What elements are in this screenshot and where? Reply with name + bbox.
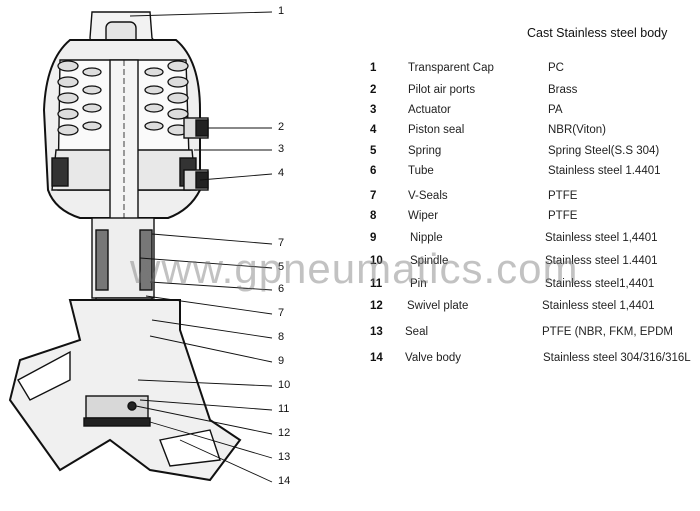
part-material: Stainless steel1,4401	[545, 278, 655, 290]
spring-left	[57, 60, 102, 136]
part-name: Pilot air ports	[408, 84, 476, 96]
watermark: www.gpneumatics.com	[130, 245, 579, 292]
part-number: 14	[370, 352, 383, 364]
callout-13: 13	[278, 451, 291, 463]
part-name: Wiper	[408, 210, 439, 222]
parts-row: 2 Pilot air ports Brass	[0, 84, 700, 100]
part-material: PC	[548, 62, 564, 74]
spring-right	[144, 60, 189, 136]
parts-row: 11 Pin Stainless steel1,4401	[0, 278, 700, 294]
part-name: Spindle	[410, 255, 449, 267]
callout-6: 6	[278, 283, 285, 295]
part-name: Tube	[408, 165, 434, 177]
parts-list-title: Cast Stainless steel body	[527, 26, 668, 40]
callout-1: 1	[278, 5, 285, 17]
part-name: Swivel plate	[407, 300, 469, 312]
parts-row: 5 Spring Spring Steel(S.S 304)	[0, 145, 700, 161]
part-number: 2	[370, 84, 377, 96]
parts-row: 1 Transparent Cap PC	[0, 62, 700, 78]
callout-4: 4	[278, 167, 285, 179]
parts-row: 14 Valve body Stainless steel 304/316/316L	[0, 352, 700, 368]
callout-10: 10	[278, 379, 291, 391]
part-number: 11	[370, 278, 383, 290]
parts-row: 13 Seal PTFE (NBR, FKM, EPDM	[0, 326, 700, 342]
part-number: 13	[370, 326, 383, 338]
part-name: V-Seals	[408, 190, 448, 202]
callout-8: 8	[278, 331, 285, 343]
part-material: PTFE	[548, 190, 578, 202]
callout-2: 2	[278, 121, 285, 133]
part-material: PTFE (NBR, FKM, EPDM	[542, 326, 673, 338]
part-material: Brass	[548, 84, 578, 96]
callout-5: 5	[278, 261, 285, 273]
part-name: Spring	[408, 145, 442, 157]
part-number: 1	[370, 62, 377, 74]
parts-row: 4 Piston seal NBR(Viton)	[0, 124, 700, 140]
part-material: Stainless steel 1.4401	[548, 165, 661, 177]
part-number: 12	[370, 300, 383, 312]
part-material: Stainless steel 1,4401	[542, 300, 655, 312]
part-name: Nipple	[410, 232, 443, 244]
callout-12: 12	[278, 427, 291, 439]
part-name: Piston seal	[408, 124, 465, 136]
part-material: Stainless steel 1.4401	[545, 255, 658, 267]
part-number: 6	[370, 165, 377, 177]
part-number: 9	[370, 232, 377, 244]
callout-14: 14	[278, 475, 291, 487]
pin	[127, 401, 137, 411]
parts-row: 6 Tube Stainless steel 1.4401	[0, 165, 700, 181]
callout-7b: 7	[278, 307, 285, 319]
callout-7a: 7	[278, 237, 285, 249]
callout-3: 3	[278, 143, 285, 155]
callout-9: 9	[278, 355, 285, 367]
parts-row: 8 Wiper PTFE	[0, 210, 700, 226]
part-number: 10	[370, 255, 383, 267]
part-material: NBR(Viton)	[548, 124, 606, 136]
part-material: Stainless steel 1,4401	[545, 232, 658, 244]
part-material: Stainless steel 304/316/316L	[543, 352, 691, 364]
part-name: Actuator	[408, 104, 451, 116]
part-number: 8	[370, 210, 377, 222]
part-number: 3	[370, 104, 377, 116]
part-name: Pin	[410, 278, 427, 290]
callout-11: 11	[278, 403, 290, 415]
part-name: Seal	[405, 326, 429, 338]
part-number: 5	[370, 145, 377, 157]
valve-cross-section-diagram	[8, 11, 273, 483]
parts-row: 9 Nipple Stainless steel 1,4401	[0, 232, 700, 248]
part-material: PA	[548, 104, 563, 116]
part-name: Transparent Cap	[408, 62, 494, 74]
seal	[83, 417, 151, 427]
parts-row: 10 Spindle Stainless steel 1.4401	[0, 255, 700, 271]
part-material: PTFE	[548, 210, 578, 222]
part-material: Spring Steel(S.S 304)	[548, 145, 660, 157]
part-number: 7	[370, 190, 377, 202]
part-name: Valve body	[405, 352, 462, 364]
parts-row: 7 V-Seals PTFE	[0, 190, 700, 206]
part-number: 4	[370, 124, 377, 136]
parts-row: 3 Actuator PA	[0, 104, 700, 120]
parts-row: 12 Swivel plate Stainless steel 1,4401	[0, 300, 700, 316]
